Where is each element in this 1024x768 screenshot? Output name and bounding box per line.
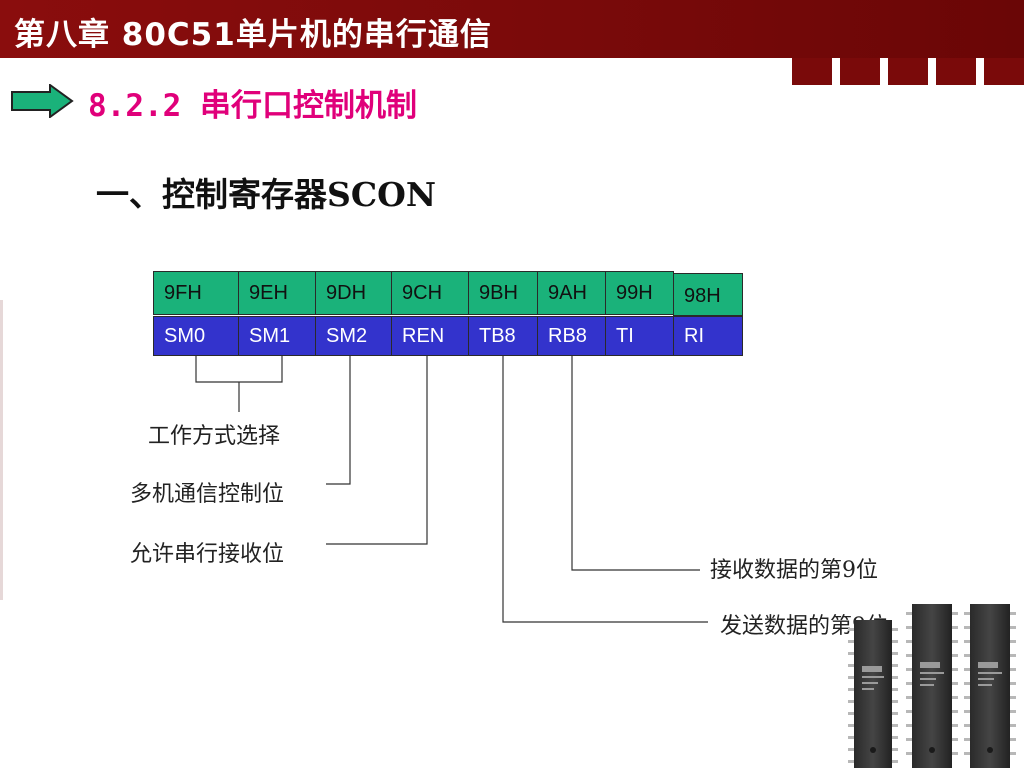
addr-cell: 98H (673, 273, 743, 316)
addr-cell: 9AH (537, 271, 606, 315)
bit-cell: REN (391, 316, 469, 356)
subsection-title: 8.2.2 串行口控制机制 (88, 88, 417, 124)
rx-9th-label: 接收数据的第9位 (710, 558, 878, 583)
left-edge-decoration (0, 300, 3, 600)
section-title: 一、控制寄存器SCON (96, 175, 437, 214)
bit-cell: RB8 (537, 316, 606, 356)
chapter-title: 第八章 80C51单片机的串行通信 (14, 17, 492, 53)
slide-header: 第八章 80C51单片机的串行通信 (0, 0, 1024, 58)
bit-cell: RI (673, 316, 743, 356)
multi-comm-label: 多机通信控制位 (130, 482, 285, 507)
addr-cell: 99H (605, 271, 674, 315)
addr-cell: 9EH (238, 271, 316, 315)
bit-cell: TB8 (468, 316, 538, 356)
addr-cell: 9BH (468, 271, 538, 315)
addr-cell: 9DH (315, 271, 392, 315)
header-decoration (792, 58, 1024, 86)
chip-photo-icon (848, 604, 1016, 768)
bit-cell: TI (605, 316, 674, 356)
mode-select-label: 工作方式选择 (148, 424, 281, 449)
addr-cell: 9CH (391, 271, 469, 315)
right-arrow-icon (11, 84, 74, 118)
addr-cell: 9FH (153, 271, 239, 315)
allow-receive-label: 允许串行接收位 (130, 542, 285, 567)
bit-cell: SM0 (153, 316, 239, 356)
bit-cell: SM2 (315, 316, 392, 356)
